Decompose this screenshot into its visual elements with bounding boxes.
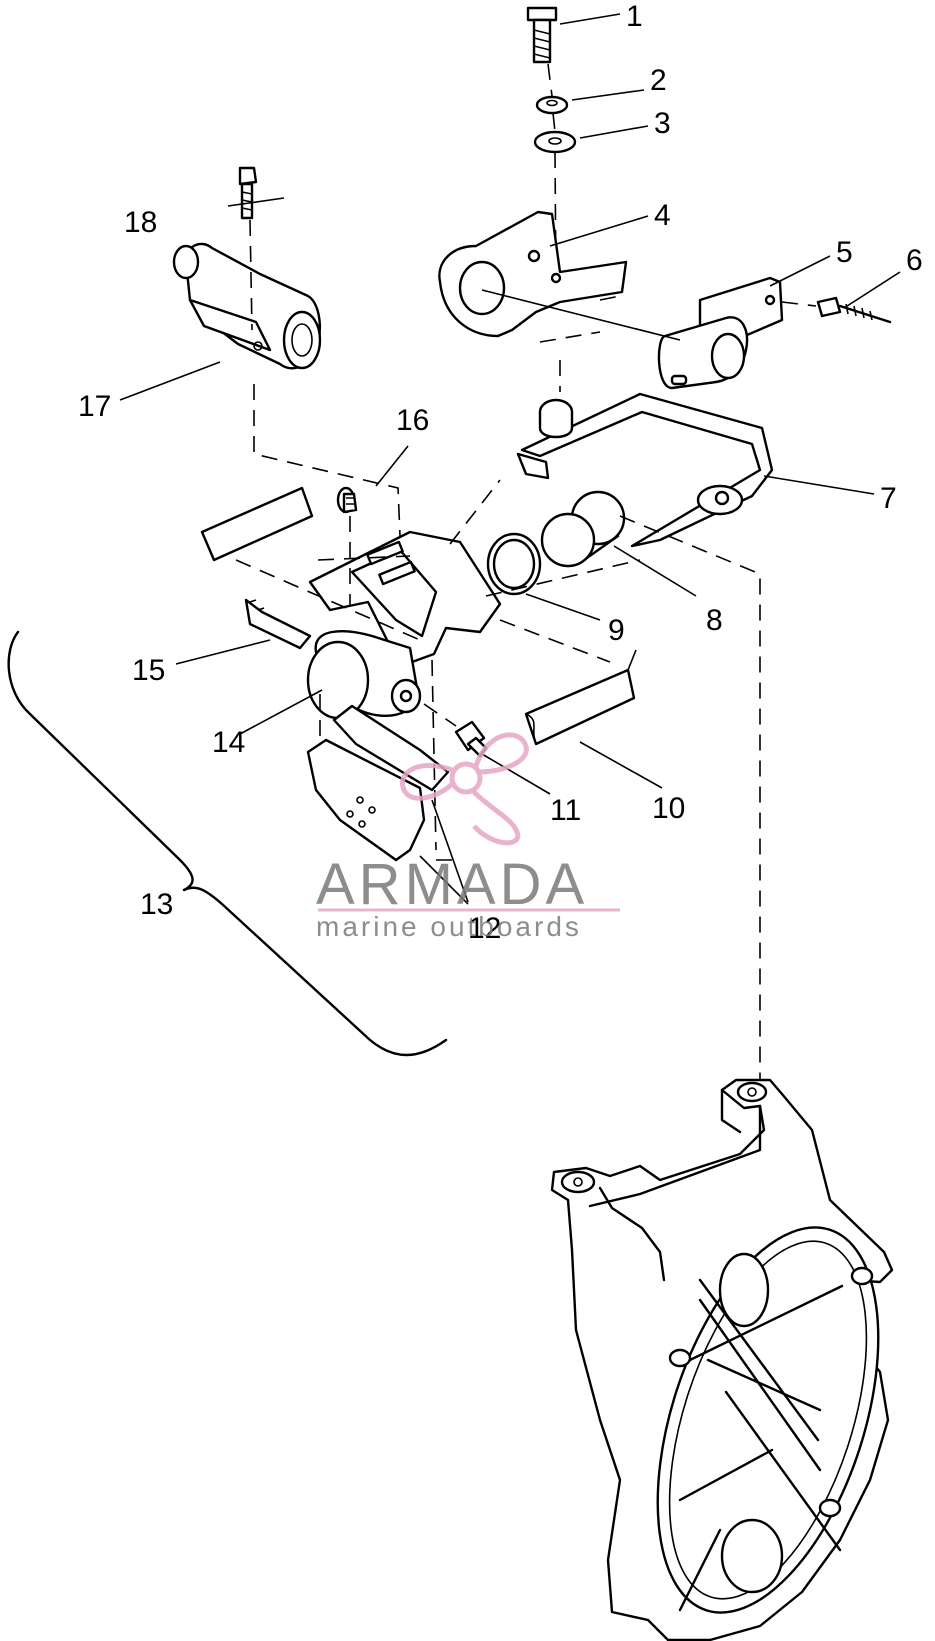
part-3-washer: [533, 130, 577, 154]
callout-4: 4: [654, 199, 671, 232]
part-8-sleeve: [540, 490, 626, 568]
callout-17: 17: [78, 390, 111, 423]
part-7-frame: [516, 360, 774, 548]
callout-14: 14: [212, 726, 245, 759]
armada-watermark: ARMADA marine outboards: [316, 732, 620, 942]
jet-pump-housing: [550, 1078, 894, 1641]
part-17-elbow: [172, 242, 322, 370]
callout-numbers: 1 2 3 4 5 6 7 8 9 10 11 12 13 14 15 16 1…: [78, 0, 923, 945]
part-6-screw: [781, 296, 892, 324]
callout-2: 2: [650, 64, 667, 97]
part-13-brace: [7, 630, 448, 1057]
callout-8: 8: [706, 604, 723, 637]
part-1-bolt: [526, 6, 558, 64]
part-5-clamp: [481, 276, 784, 390]
left-cover-strip: [200, 486, 314, 562]
watermark-tagline: marine outboards: [316, 911, 582, 942]
callout-6: 6: [906, 244, 923, 277]
part-9-o-ring: [486, 532, 542, 596]
callout-1: 1: [626, 0, 643, 33]
part-18-screw: [238, 166, 258, 331]
callout-7: 7: [880, 482, 897, 515]
callout-13: 13: [140, 888, 173, 921]
callout-9: 9: [608, 614, 625, 647]
watermark-brand: ARMADA: [316, 852, 588, 917]
callout-16: 16: [396, 404, 429, 437]
leader-lines: [119, 13, 901, 905]
callout-10: 10: [652, 792, 685, 825]
callout-18: 18: [124, 206, 157, 239]
part-15-hose: [244, 598, 312, 650]
propeller-logo-icon: [400, 732, 529, 846]
part-10-cover: [524, 649, 637, 746]
part-4-bracket: [438, 210, 628, 343]
callout-11: 11: [550, 794, 581, 827]
part-16-nipple: [342, 492, 358, 514]
callout-15: 15: [132, 654, 165, 687]
callout-3: 3: [654, 107, 671, 140]
part-14-pump: [306, 630, 422, 720]
callout-5: 5: [836, 236, 853, 269]
callout-12: 12: [468, 912, 501, 945]
part-13-main-body: [308, 486, 502, 664]
